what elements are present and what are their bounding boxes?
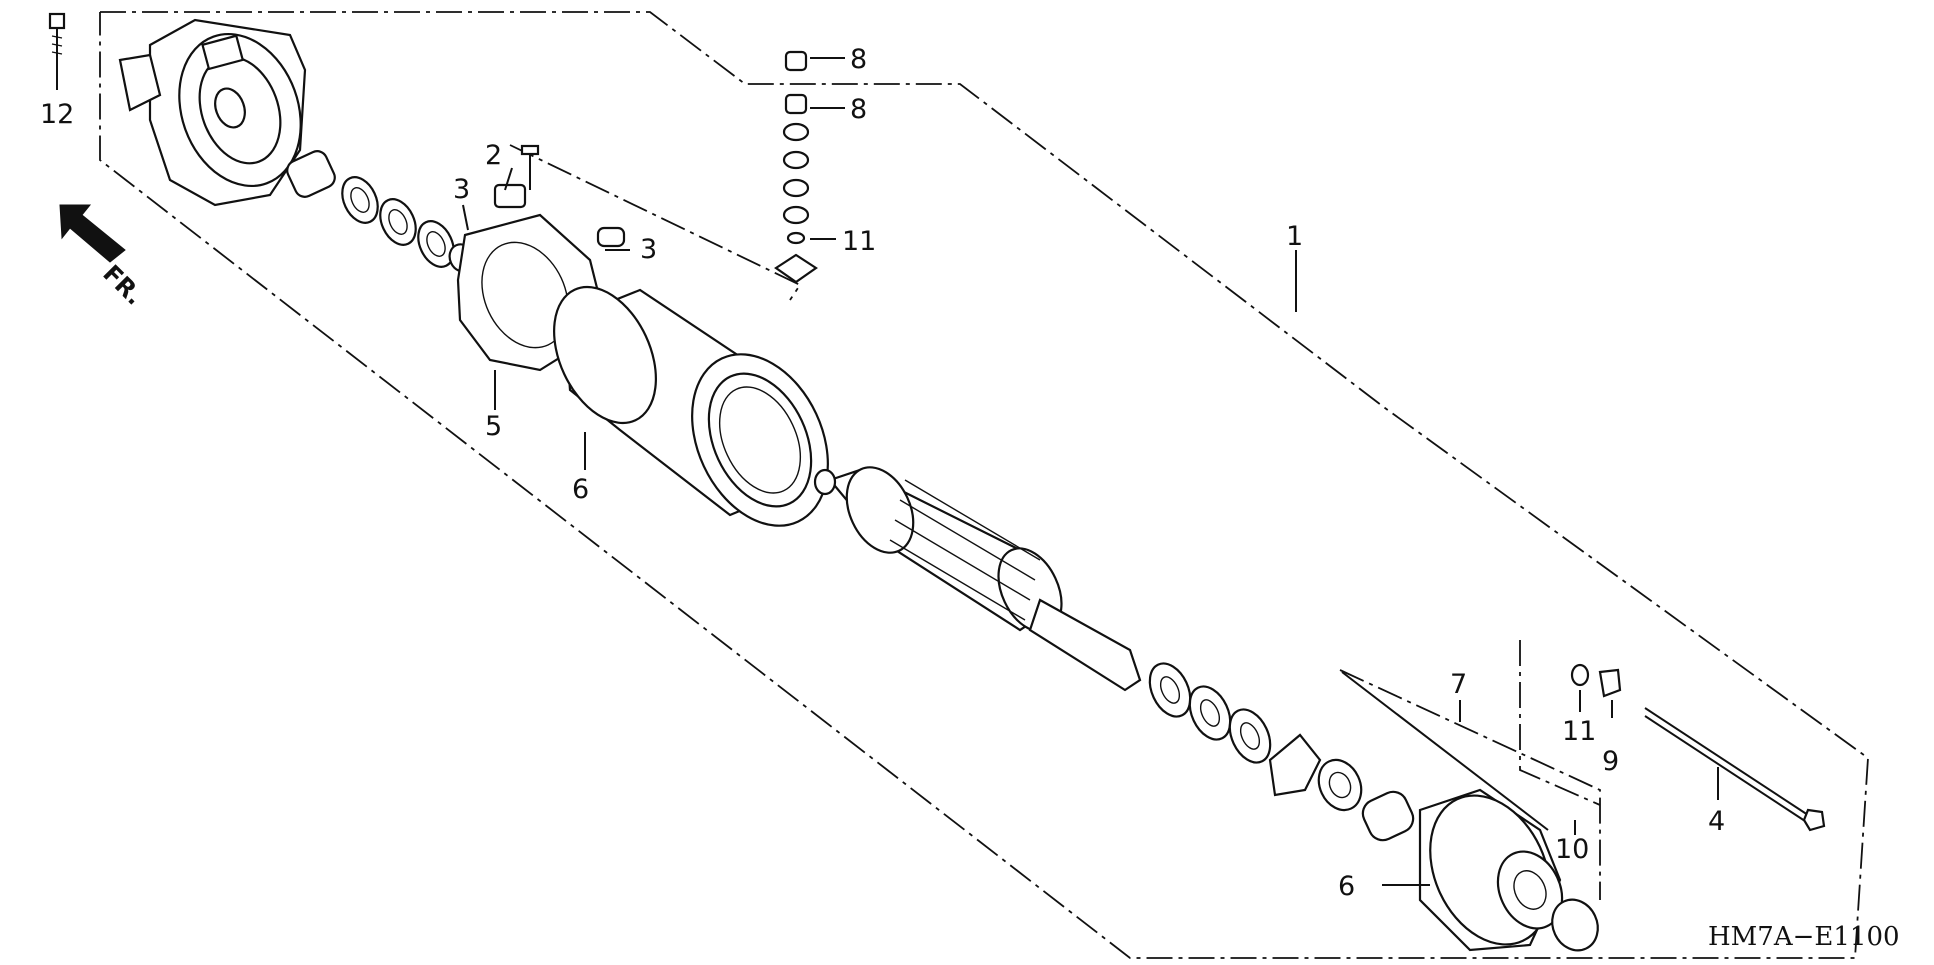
- direction-label: FR.: [97, 259, 148, 310]
- terminal-stack: [774, 50, 818, 284]
- callout-3b: 3: [640, 234, 657, 265]
- callout-6a: 6: [572, 474, 589, 505]
- callout-7: 7: [1450, 669, 1467, 700]
- motor-yoke: [553, 285, 829, 527]
- leader-lines: [462, 57, 1719, 886]
- callout-4: 4: [1708, 806, 1725, 837]
- callout-9: 9: [1602, 746, 1619, 777]
- callout-11b: 11: [1562, 716, 1596, 747]
- callout-11a: 11: [842, 226, 876, 257]
- diagram-code: HM7A−E1100: [1708, 922, 1900, 952]
- callout-6b: 6: [1338, 871, 1355, 902]
- callout-10: 10: [1555, 834, 1589, 865]
- callout-8a: 8: [850, 44, 867, 75]
- callout-3a: 3: [453, 174, 470, 205]
- washer-stack-left: [286, 150, 476, 273]
- rear-cover: [1418, 788, 1599, 952]
- front-housing: [118, 18, 307, 207]
- washer-stack-right: [1148, 662, 1322, 797]
- callout-2: 2: [485, 140, 502, 171]
- callout-1: 1: [1286, 221, 1303, 252]
- bearing-pair: [1317, 758, 1415, 842]
- small-washer-nut: [1570, 663, 1622, 698]
- callout-12: 12: [40, 99, 74, 130]
- through-bolt: [1644, 707, 1826, 832]
- armature: [813, 466, 1142, 692]
- callout-5: 5: [485, 411, 502, 442]
- assembly-boundary: [99, 11, 1869, 959]
- bolt-12: [48, 12, 66, 90]
- callout-8b: 8: [850, 94, 867, 125]
- front-direction-arrow-icon: [59, 204, 126, 263]
